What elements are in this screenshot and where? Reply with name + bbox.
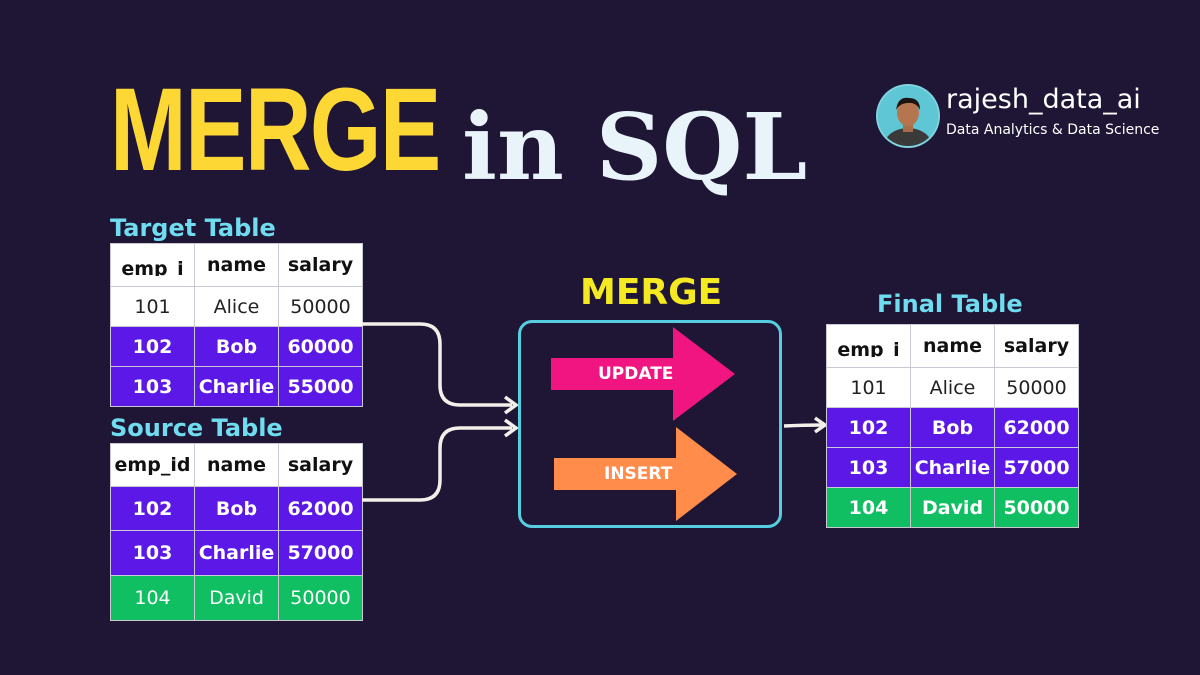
profile-tagline: Data Analytics & Data Science bbox=[946, 122, 1160, 138]
table-row: 101 Alice 50000 bbox=[110, 286, 363, 327]
merge-to-final-connector bbox=[783, 423, 823, 428]
table-cell: 50000 bbox=[278, 575, 363, 621]
table-cell: 62000 bbox=[278, 486, 363, 531]
header-cell: salary bbox=[278, 243, 363, 287]
table-cell: Bob bbox=[910, 407, 995, 448]
person-avatar-icon bbox=[878, 86, 938, 146]
table-row: 102 Bob 60000 bbox=[110, 326, 363, 367]
profile-name: rajesh_data_ai bbox=[946, 84, 1141, 115]
table-cell: Charlie bbox=[910, 447, 995, 488]
table-row: 101 Alice 50000 bbox=[826, 367, 1079, 408]
title-in-sql: in SQL bbox=[462, 93, 808, 201]
table-row: 103 Charlie 57000 bbox=[826, 447, 1079, 488]
table-cell: Bob bbox=[194, 486, 279, 531]
table-row: 103 Charlie 55000 bbox=[110, 366, 363, 407]
source-connector-arrowhead bbox=[503, 418, 519, 438]
table-cell: 101 bbox=[826, 367, 911, 408]
table-cell: 102 bbox=[110, 326, 195, 367]
table-cell: 104 bbox=[826, 487, 911, 528]
table-row: 102 Bob 62000 bbox=[826, 407, 1079, 448]
table-cell: 50000 bbox=[278, 286, 363, 327]
source-table: emp_id name salary 102 Bob 62000 103 Cha… bbox=[110, 443, 363, 621]
table-cell: David bbox=[194, 575, 279, 621]
table-row: 102 Bob 62000 bbox=[110, 486, 363, 531]
table-row: 104 David 50000 bbox=[826, 487, 1079, 528]
table-cell: 102 bbox=[826, 407, 911, 448]
table-row: 103 Charlie 57000 bbox=[110, 530, 363, 576]
insert-label: INSERT bbox=[604, 464, 673, 484]
header-cell: emp_i bbox=[826, 324, 911, 368]
table-cell: 102 bbox=[110, 486, 195, 531]
final-table: emp_i name salary 101 Alice 50000 102 Bo… bbox=[826, 324, 1079, 528]
insert-arrow-icon bbox=[554, 427, 737, 521]
table-cell: 57000 bbox=[278, 530, 363, 576]
merge-heading: MERGE bbox=[580, 272, 723, 313]
table-cell: Charlie bbox=[194, 530, 279, 576]
table-header-row: emp_i name salary bbox=[826, 324, 1079, 368]
source-table-label: Source Table bbox=[110, 414, 283, 442]
table-cell: 62000 bbox=[994, 407, 1079, 448]
table-row: 104 David 50000 bbox=[110, 575, 363, 621]
target-to-merge-connector bbox=[362, 322, 512, 407]
title-merge: MERGE bbox=[110, 64, 441, 196]
table-cell: 101 bbox=[110, 286, 195, 327]
target-table-label: Target Table bbox=[110, 214, 276, 242]
target-table: emp_i name salary 101 Alice 50000 102 Bo… bbox=[110, 243, 363, 407]
table-cell: 60000 bbox=[278, 326, 363, 367]
table-cell: Bob bbox=[194, 326, 279, 367]
table-cell: 103 bbox=[110, 366, 195, 407]
header-cell: name bbox=[194, 243, 279, 287]
table-cell: 55000 bbox=[278, 366, 363, 407]
update-arrow-icon bbox=[551, 327, 735, 421]
final-table-label: Final Table bbox=[877, 290, 1023, 318]
table-cell: 50000 bbox=[994, 367, 1079, 408]
table-cell: 104 bbox=[110, 575, 195, 621]
table-cell: 103 bbox=[826, 447, 911, 488]
table-cell: 57000 bbox=[994, 447, 1079, 488]
source-to-merge-connector bbox=[362, 426, 512, 502]
table-header-row: emp_id name salary bbox=[110, 443, 363, 487]
table-cell: 50000 bbox=[994, 487, 1079, 528]
header-cell: name bbox=[910, 324, 995, 368]
table-cell: Charlie bbox=[194, 366, 279, 407]
target-connector-arrowhead bbox=[503, 395, 519, 415]
table-cell: 103 bbox=[110, 530, 195, 576]
table-cell: Alice bbox=[910, 367, 995, 408]
header-cell: salary bbox=[278, 443, 363, 487]
header-cell: emp_i bbox=[110, 243, 195, 287]
table-cell: David bbox=[910, 487, 995, 528]
table-cell: Alice bbox=[194, 286, 279, 327]
merge-box bbox=[518, 320, 782, 528]
update-label: UPDATE bbox=[598, 364, 674, 384]
header-cell: salary bbox=[994, 324, 1079, 368]
final-connector-arrowhead bbox=[813, 416, 829, 434]
table-header-row: emp_i name salary bbox=[110, 243, 363, 287]
